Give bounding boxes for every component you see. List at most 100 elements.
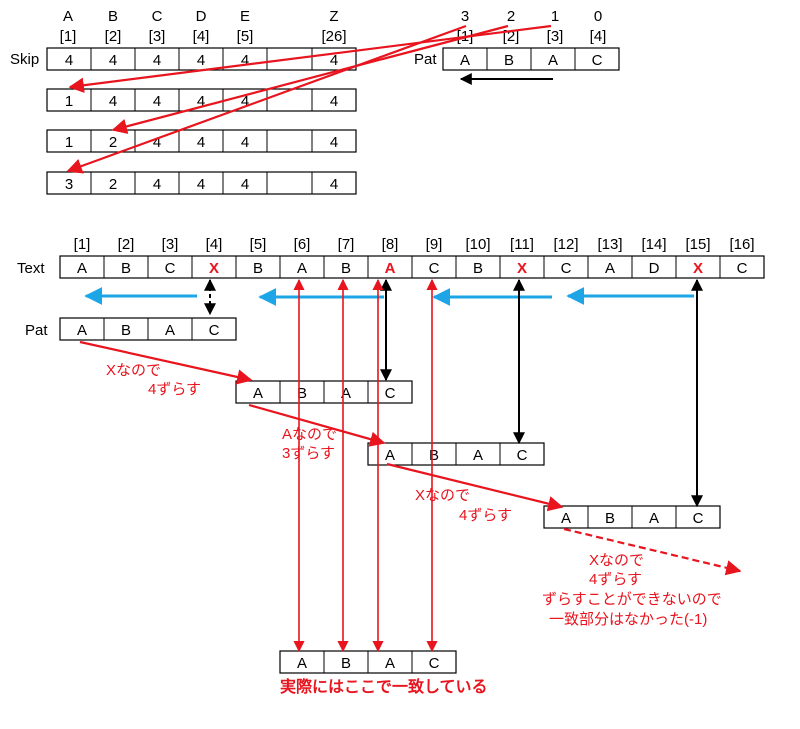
compare-arrows: [204, 278, 703, 508]
skip-update-arrow: [66, 24, 467, 174]
text-cell: A: [297, 260, 307, 277]
text-index: [3]: [162, 236, 179, 253]
text-index: [4]: [206, 236, 223, 253]
skip-cell: 1: [65, 93, 73, 110]
shift-value: 0: [594, 8, 602, 25]
text-index: [6]: [294, 236, 311, 253]
pattern-cell: A: [297, 655, 307, 672]
skip-row-2: 1 2 4 4 4 4: [46, 129, 357, 153]
skip-index: [5]: [237, 28, 254, 45]
text-cell: B: [341, 260, 351, 277]
skip-index: [1]: [60, 28, 77, 45]
text-index: [7]: [338, 236, 355, 253]
shift-value: 1: [551, 8, 559, 25]
skip-table: A B C D E Z [1] [2] [3] [4] [5] [26] Ski…: [10, 8, 357, 195]
skip-cell: 3: [65, 176, 73, 193]
text-cell: C: [561, 260, 572, 277]
text-cell: X: [517, 260, 527, 277]
skip-letter: C: [152, 8, 163, 25]
skip-cell: 4: [109, 52, 117, 69]
pattern-cell: A: [561, 510, 571, 527]
text-cell: A: [605, 260, 615, 277]
skip-cell: 4: [241, 93, 249, 110]
annotation-line: Aなので: [282, 426, 337, 443]
text-cell: A: [385, 260, 396, 277]
pat-cell: A: [548, 52, 558, 69]
match-arrows: [293, 278, 438, 653]
skip-index: [26]: [321, 28, 346, 45]
pattern-cell: A: [165, 322, 175, 339]
text-cell: C: [165, 260, 176, 277]
annotation-line: Xなので: [415, 487, 470, 504]
skip-cell: 4: [153, 93, 161, 110]
text-cell: C: [737, 260, 748, 277]
text-index: [12]: [553, 236, 578, 253]
skip-cell: 1: [65, 134, 73, 151]
pattern-cell: B: [121, 322, 131, 339]
text-indices: [1][2][3][4][5][6][7][8][9][10][11][12][…: [74, 236, 755, 253]
skip-letter: Z: [329, 8, 338, 25]
skip-letter: E: [240, 8, 250, 25]
text-cell: D: [649, 260, 660, 277]
skip-cell: 4: [330, 134, 338, 151]
annotation-line: 4ずらす: [459, 507, 512, 524]
text-index: [5]: [250, 236, 267, 253]
text-index: [16]: [729, 236, 754, 253]
pattern-cell: A: [649, 510, 659, 527]
pat-cell: A: [460, 52, 470, 69]
text-index: [2]: [118, 236, 135, 253]
annotation-line: 4ずらす: [148, 381, 201, 398]
text-index: [14]: [641, 236, 666, 253]
skip-update-arrow: [111, 24, 509, 134]
annotation-line: ずらすことができないので: [542, 591, 722, 608]
pattern-cell: C: [517, 447, 528, 464]
pattern-cell: A: [77, 322, 87, 339]
annotations: Xなので 4ずらす Aなので 3ずらす Xなので 4ずらす Xなので 4ずらす …: [106, 362, 722, 628]
skip-cell: 4: [330, 52, 338, 69]
text-cell: B: [253, 260, 263, 277]
skip-cell: 4: [241, 52, 249, 69]
pattern-top: 3 2 1 0 [1] [2] [3] [4] Pat A B A C: [414, 8, 620, 85]
pattern-cell: B: [605, 510, 615, 527]
pattern-cell: A: [473, 447, 483, 464]
text-cell: C: [429, 260, 440, 277]
blue-scan-arrows: [84, 287, 694, 306]
pat-row-label: Pat: [414, 51, 437, 68]
text-cell: A: [77, 260, 87, 277]
skip-cell: 4: [330, 176, 338, 193]
annotation-line: Xなので: [106, 362, 161, 379]
skip-cell: 4: [109, 93, 117, 110]
pat-row-label: Pat: [25, 322, 48, 339]
pat-index: [3]: [547, 28, 564, 45]
skip-cell: 2: [109, 134, 117, 151]
skip-cell: 4: [65, 52, 73, 69]
pattern-cell: A: [385, 655, 395, 672]
bottom-caption: 実際にはここで一致している: [280, 677, 488, 696]
shift-value: 3: [461, 8, 469, 25]
skip-letter: D: [196, 8, 207, 25]
text-index: [11]: [510, 236, 534, 253]
pat-cell: C: [592, 52, 603, 69]
skip-cell: 4: [330, 93, 338, 110]
shift-arrow-dashed: [563, 527, 742, 576]
text-cell: B: [473, 260, 483, 277]
annotation-line: 一致部分はなかった(-1): [549, 611, 707, 628]
pattern-cell: A: [385, 447, 395, 464]
text-cell: X: [693, 260, 703, 277]
text-index: [10]: [465, 236, 490, 253]
text-index: [9]: [426, 236, 443, 253]
annotation-line: 4ずらす: [589, 571, 642, 588]
shift-arrow: [386, 462, 564, 512]
pat-index: [4]: [590, 28, 607, 45]
pattern-cell: C: [693, 510, 704, 527]
skip-letter: B: [108, 8, 118, 25]
pattern-cell: A: [253, 385, 263, 402]
skip-index: [3]: [149, 28, 166, 45]
pattern-cell: C: [209, 322, 220, 339]
